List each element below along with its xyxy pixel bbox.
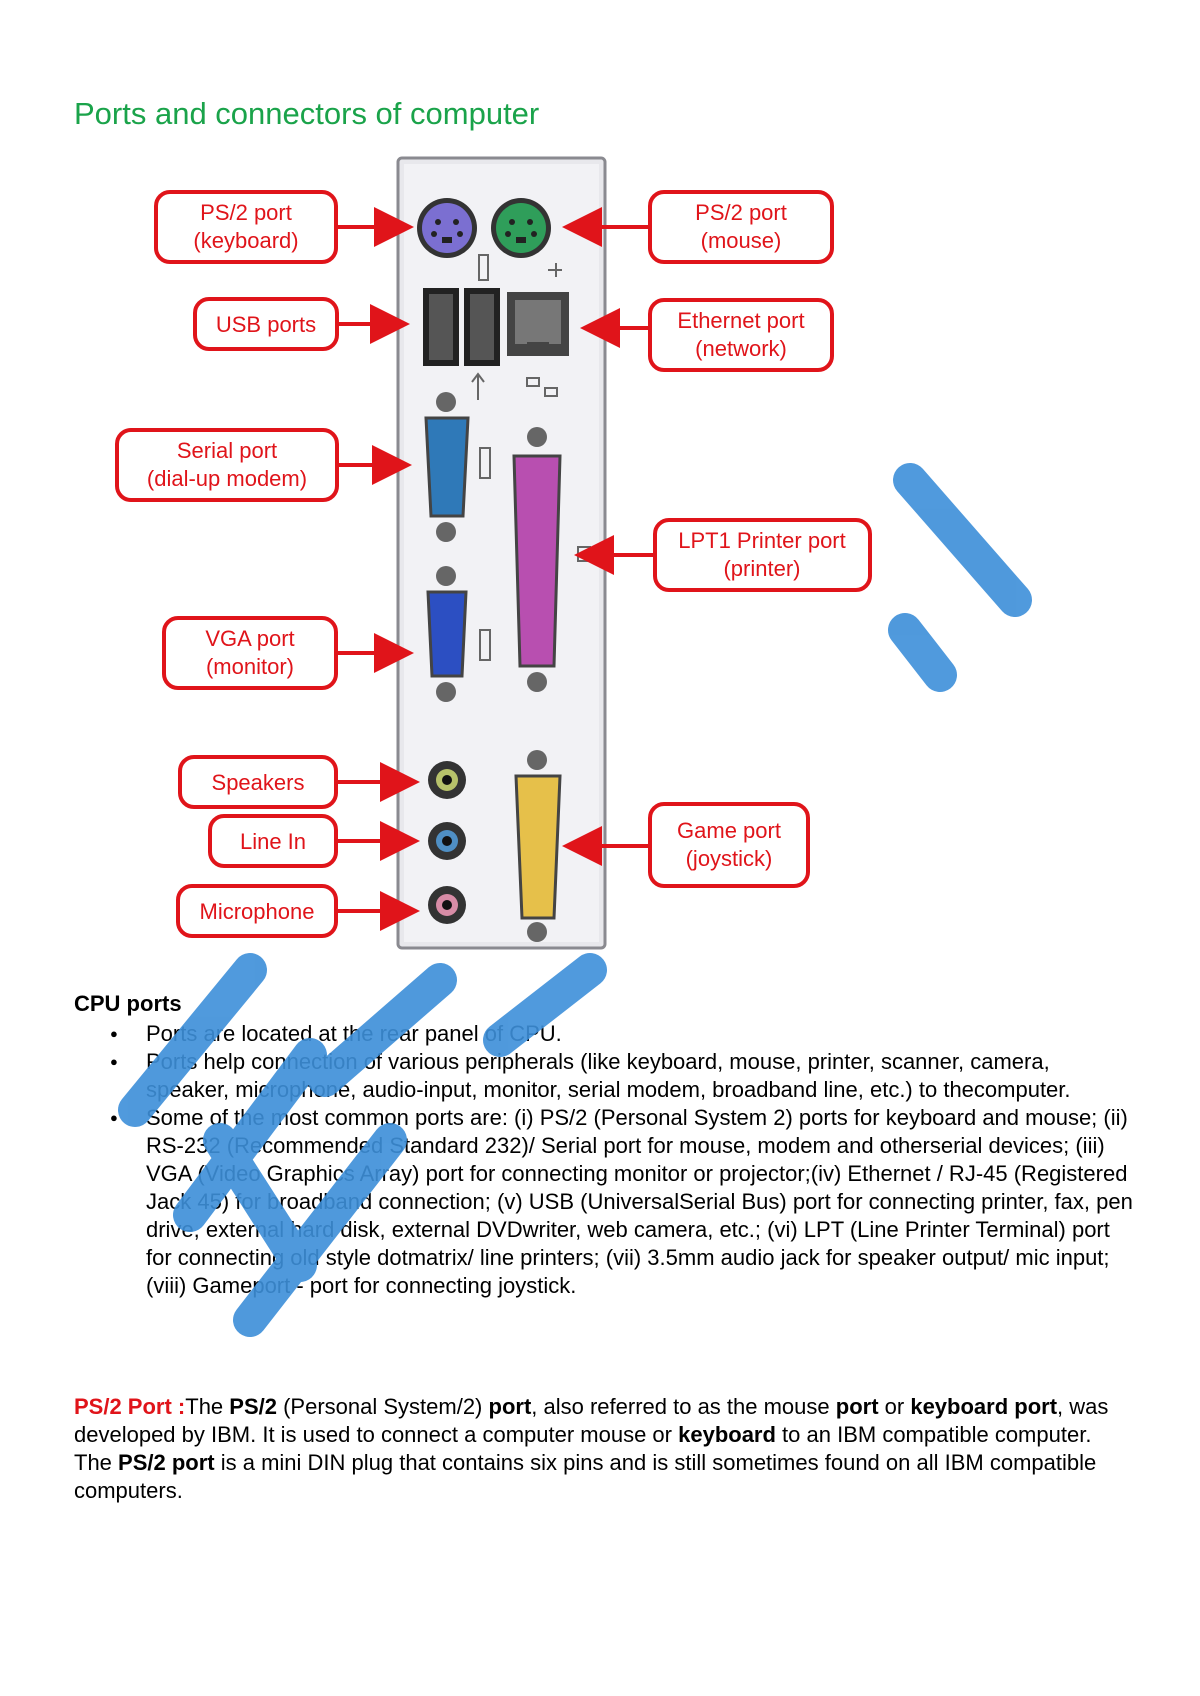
label-line: (printer) [723,556,800,581]
list-item: Some of the most common ports are: (i) P… [110,1104,1134,1300]
serial-port [424,392,470,542]
label-line: USB ports [216,312,316,337]
label-lpt1: LPT1 Printer port (printer) [574,518,872,592]
bold-run: PS/2 [229,1394,277,1419]
ps2-paragraph: PS/2 Port :The PS/2 (Personal System/2) … [74,1393,1134,1505]
rear-panel [396,156,607,950]
label-line: (dial-up modem) [147,466,307,491]
label-line: (joystick) [686,846,773,871]
line-in-jack [428,822,466,860]
list-item: Ports are located at the rear panel of C… [110,1020,1134,1048]
text-run: , was developed by IBM. It is used to co… [74,1394,1109,1447]
cpu-ports-list: Ports are located at the rear panel of C… [74,1020,1134,1300]
label-line: Microphone [200,899,315,924]
label-line: (network) [695,336,787,361]
usb-icon [471,372,485,400]
label-line: PS/2 port [695,200,787,225]
list-item: Ports help connection of various periphe… [110,1048,1134,1104]
mouse-icon [548,263,562,277]
bold-run: keyboard port [910,1394,1058,1419]
speakers-jack [428,761,466,799]
text-run: , also referred to as the mouse [531,1394,836,1419]
keyboard-icon [478,254,489,281]
ps2-mouse-port [491,198,551,258]
label-line-in: Line In [208,814,420,868]
label-line: (keyboard) [193,228,298,253]
usb-ports [423,288,500,366]
network-icon [526,377,558,397]
label-line: Speakers [212,770,305,795]
label-ps2-mouse: PS/2 port (mouse) [562,190,834,264]
page-title: Ports and connectors of computer [74,96,540,131]
label-usb: USB ports [193,297,410,351]
text-run: to an IBM compatible computer. The [74,1422,1092,1475]
text-run: or [878,1394,911,1419]
text-run: The [185,1394,230,1419]
label-ps2-keyboard: PS/2 port (keyboard) [154,190,414,264]
label-line: VGA port [205,626,294,651]
cpu-ports-section: CPU ports Ports are located at the rear … [74,990,1134,1300]
ps2-lead: PS/2 Port : [74,1394,186,1419]
label-line: Serial port [177,438,277,463]
label-line: Ethernet port [677,308,804,333]
ps2-keyboard-port [417,198,477,258]
bold-run: PS/2 port [118,1450,215,1475]
label-line: (mouse) [701,228,782,253]
label-line: (monitor) [206,654,294,679]
label-speakers: Speakers [178,755,420,809]
label-ethernet: Ethernet port (network) [580,298,834,372]
vga-port [426,566,468,702]
microphone-jack [428,886,466,924]
serial-icon [479,447,491,479]
bold-run: port [835,1394,879,1419]
ports-diagram: PS/2 port (keyboard) USB ports Serial po… [115,156,872,950]
game-port [514,750,562,942]
text-run: (Personal System/2) [276,1394,489,1419]
label-vga: VGA port (monitor) [162,616,414,690]
label-line: LPT1 Printer port [678,528,846,553]
bold-run: port [488,1394,532,1419]
label-line: PS/2 port [200,200,292,225]
text-run: is a mini DIN plug that contains six pin… [74,1450,1097,1503]
vga-icon [479,629,491,661]
lpt1-printer-port [512,427,562,692]
label-line: Game port [677,818,781,843]
label-game: Game port (joystick) [562,802,810,888]
label-line: Line In [240,829,306,854]
label-microphone: Microphone [176,884,420,938]
bold-run: keyboard [678,1422,776,1447]
ethernet-port [507,292,569,356]
label-serial: Serial port (dial-up modem) [115,428,412,502]
cpu-ports-heading: CPU ports [74,991,182,1016]
